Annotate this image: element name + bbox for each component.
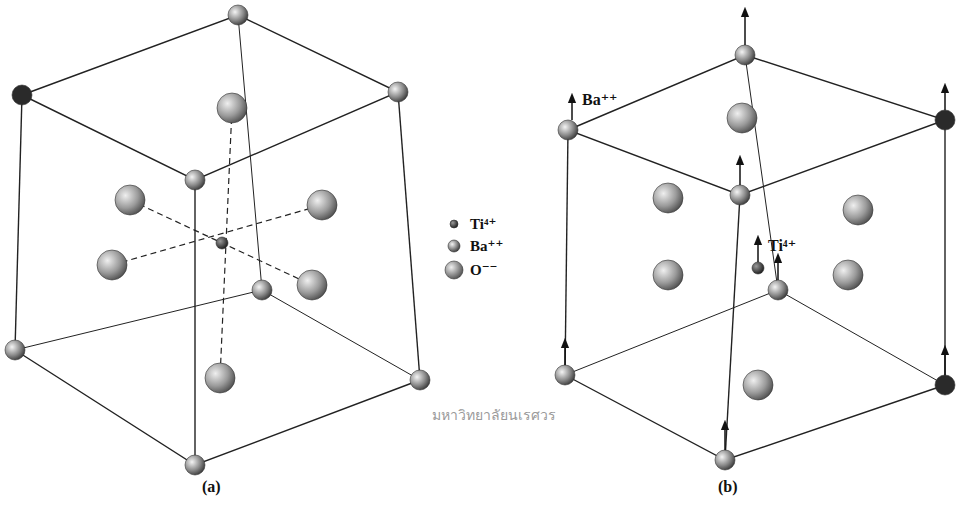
legend-item: O⁻⁻	[444, 260, 498, 280]
legend-text: O⁻⁻	[470, 261, 498, 279]
unit-cell-a	[15, 15, 420, 465]
legend-sample	[444, 214, 464, 234]
unit-cell-b	[565, 55, 945, 460]
ions-b	[555, 45, 955, 470]
displacement-arrows	[565, 12, 945, 450]
legend-sample	[444, 236, 464, 256]
legend-item: Ti⁴⁺	[444, 214, 496, 234]
ion-label: Ti⁴⁺	[768, 236, 796, 255]
legend-text: Ba⁺⁺	[470, 237, 503, 255]
legend-item: Ba⁺⁺	[444, 236, 503, 256]
legend-sample	[444, 260, 464, 280]
legend-text: Ti⁴⁺	[470, 215, 496, 233]
ion-label: Ba⁺⁺	[582, 90, 618, 109]
panel-label: (b)	[718, 478, 738, 496]
panel-label: (a)	[202, 478, 221, 496]
ion-sample	[445, 261, 463, 279]
ions-a	[5, 5, 430, 475]
ion-sample	[450, 220, 458, 228]
ion-sample	[448, 240, 460, 252]
watermark: มหาวิทยาลัยนเรศวร	[432, 404, 556, 426]
